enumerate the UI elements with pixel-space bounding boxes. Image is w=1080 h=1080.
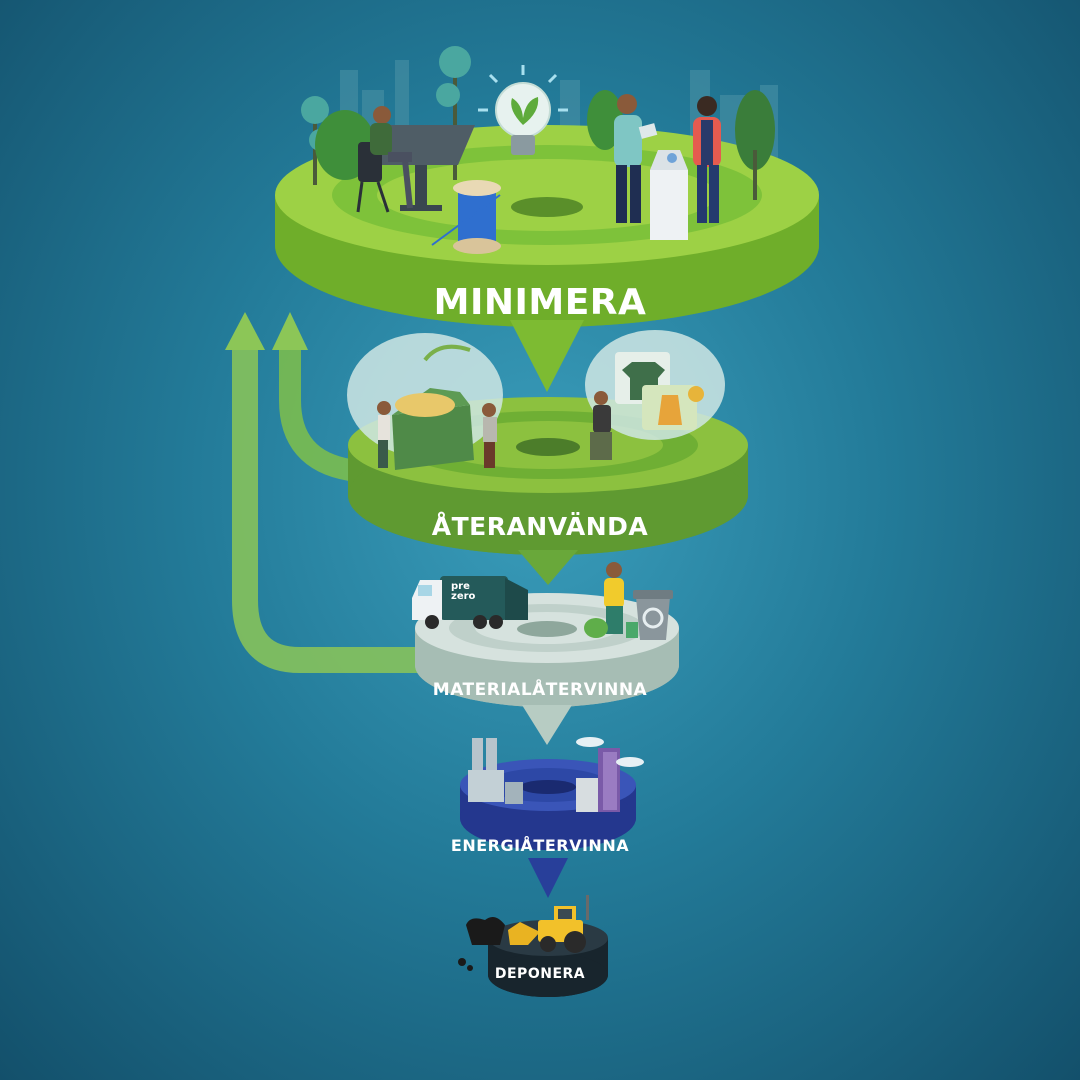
truck-brand-line2: zero (451, 591, 476, 602)
upward-return-arrow-icon (232, 345, 420, 673)
power-plant-icon (468, 737, 644, 812)
bulldozer-icon (458, 895, 589, 971)
recycling-bin-icon (584, 562, 673, 640)
truck-brand-line1: pre (451, 581, 470, 592)
lightbulb-plant-icon (478, 65, 568, 155)
milk-carton-icon (650, 150, 688, 240)
online-secondhand-shop-icon (585, 330, 725, 460)
garbage-truck-icon (412, 576, 528, 629)
tier-label-minimera: MINIMERA (433, 282, 647, 323)
people-with-tablet-icon (614, 94, 721, 223)
designer-at-desk-icon (356, 106, 475, 213)
thread-spool-icon (431, 180, 501, 254)
tier-label-energiatervinna: ENERGIÅTERVINNA (450, 836, 630, 855)
box-of-clothes-icon (347, 333, 503, 470)
truck-brand-logo: pre zero (451, 582, 491, 602)
tier-label-materialatervinna: MATERIALÅTERVINNA (432, 680, 648, 700)
tier-label-deponera: DEPONERA (494, 966, 586, 982)
tier-label-ateranvanda: ÅTERANVÄNDA (431, 512, 649, 541)
arrowheads (225, 312, 308, 350)
